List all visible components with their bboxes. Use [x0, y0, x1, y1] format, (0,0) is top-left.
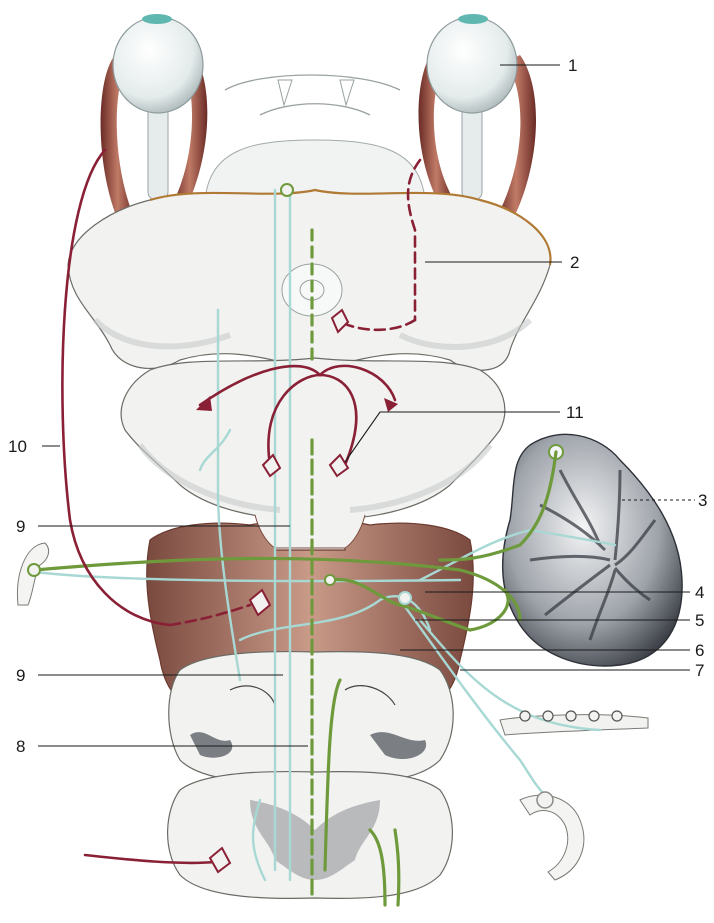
label-11: 11 [566, 403, 584, 422]
cerebellum [503, 434, 683, 666]
cochlea-hook [520, 795, 584, 880]
cochlea-ganglion [537, 792, 553, 808]
left-cornea [142, 14, 172, 24]
right-cornea [458, 14, 488, 24]
label-8: 8 [16, 737, 25, 756]
label-10: 10 [8, 437, 27, 456]
label-4: 4 [695, 583, 704, 602]
mammillary-left [278, 80, 292, 105]
green-nucleus-top [281, 184, 293, 196]
diencephalon-outline [225, 75, 400, 115]
label-1: 1 [568, 56, 577, 75]
right-optic-nerve [462, 100, 482, 200]
green-nucleus-vestibular [325, 575, 335, 585]
label-5: 5 [695, 611, 704, 630]
blue-nucleus-lateral [399, 592, 411, 604]
ear-ganglion [28, 564, 40, 576]
mammillary-right [340, 80, 354, 105]
label-7: 7 [695, 661, 704, 680]
label-9-upper: 9 [16, 517, 25, 536]
label-3: 3 [698, 491, 707, 510]
label-6: 6 [695, 641, 704, 660]
label-9-lower: 9 [16, 666, 25, 685]
label-2: 2 [570, 253, 579, 272]
fourth-ventricle [255, 515, 365, 548]
left-eyeball [113, 17, 203, 113]
left-optic-nerve [148, 100, 168, 200]
